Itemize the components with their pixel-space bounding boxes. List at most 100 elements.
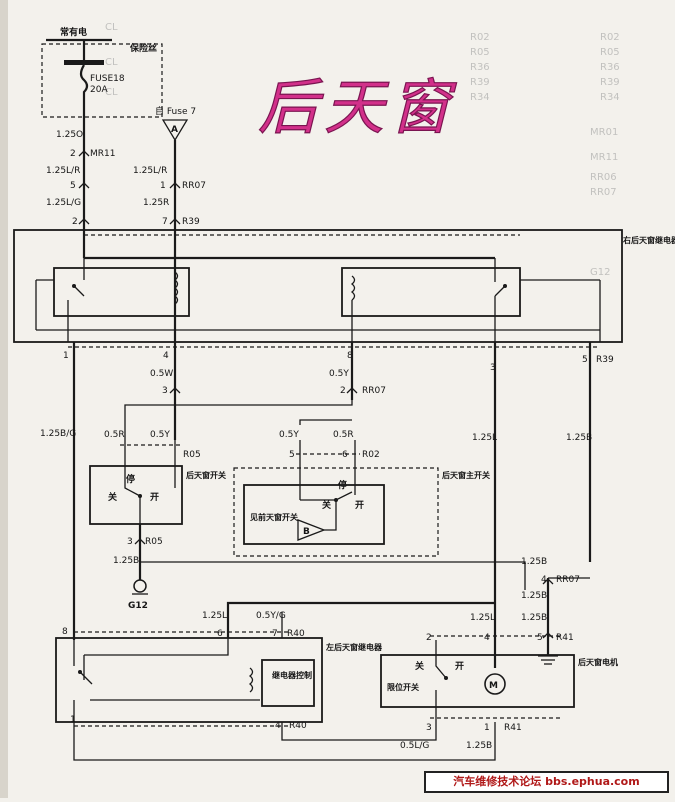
contact-node bbox=[78, 670, 82, 674]
pin-label: 7 bbox=[162, 217, 168, 227]
forum-watermark: 汽车维修技术论坛 bbs.ephua.com bbox=[424, 771, 669, 793]
wire-label: 0.5Y bbox=[150, 430, 170, 440]
left-relay-outline bbox=[55, 637, 323, 723]
fuse-box-label: 保险丝 bbox=[129, 42, 157, 54]
wire-label: 1.25L bbox=[472, 433, 497, 443]
svg-text:CL: CL bbox=[105, 87, 118, 98]
node-b-triangle bbox=[297, 519, 326, 541]
relay-unit-right bbox=[341, 267, 521, 317]
svg-text:R39: R39 bbox=[470, 77, 490, 88]
pin-label: 4 bbox=[541, 575, 547, 585]
relay-coil-lower bbox=[248, 667, 254, 693]
left-relay-wiring bbox=[83, 638, 260, 701]
pin-label: 3 bbox=[162, 386, 168, 396]
wire-125b-cross bbox=[140, 561, 526, 590]
svg-text:R05: R05 bbox=[600, 47, 620, 58]
wire-label: 1.25B bbox=[521, 557, 547, 567]
pin-label: 7 bbox=[272, 629, 278, 639]
connector-label: RR07 bbox=[556, 575, 580, 585]
left-relay-label: 左后天窗继电器 bbox=[325, 642, 383, 652]
pin-label: 3 bbox=[426, 723, 432, 733]
main-switch-outline bbox=[233, 467, 439, 557]
connector-mark bbox=[78, 218, 90, 225]
svg-text:MR11: MR11 bbox=[590, 152, 618, 163]
pin-label: 1 bbox=[70, 715, 76, 725]
contact-node bbox=[72, 284, 76, 288]
connector-label: R05 bbox=[145, 537, 163, 547]
svg-text:R34: R34 bbox=[600, 92, 620, 103]
svg-text:R34: R34 bbox=[470, 92, 490, 103]
connector-label: R40 bbox=[287, 629, 305, 639]
pin-label: 6 bbox=[342, 450, 348, 460]
contact-node bbox=[334, 498, 338, 502]
wire-label: 1.25B bbox=[521, 613, 547, 623]
wire-label: 1.25B bbox=[113, 556, 139, 566]
connector-mark bbox=[78, 150, 90, 157]
contact-node bbox=[503, 284, 507, 288]
relay-control-label: 继电器控制 bbox=[272, 670, 312, 680]
relay-coil-left bbox=[173, 271, 179, 305]
wire-label: 0.5W bbox=[150, 369, 173, 379]
page-edge-shadow bbox=[0, 0, 8, 798]
connector-label: R05 bbox=[183, 450, 201, 460]
diagram-title: 后天窗 bbox=[258, 73, 457, 143]
connector-label: MR11 bbox=[90, 149, 115, 159]
pin-label: 2 bbox=[70, 149, 76, 159]
svg-text:G12: G12 bbox=[590, 267, 610, 278]
wire-label: 1.25B bbox=[521, 591, 547, 601]
fuse-rating: 20A bbox=[90, 85, 108, 95]
relay-contact-left bbox=[67, 258, 85, 342]
pin-label: 2 bbox=[340, 386, 346, 396]
pin-label: 5 bbox=[582, 355, 588, 365]
fuse-element bbox=[79, 64, 89, 117]
pin-label: 2 bbox=[72, 217, 78, 227]
switch-state-open: 开 bbox=[355, 500, 364, 511]
svg-text:R05: R05 bbox=[470, 47, 490, 58]
svg-text:R39: R39 bbox=[600, 77, 620, 88]
connector-label: R39 bbox=[182, 217, 200, 227]
pin-label: 8 bbox=[347, 351, 353, 361]
wire-cross bbox=[299, 419, 352, 425]
main-switch-label: 后天窗主开关 bbox=[442, 470, 490, 480]
switch-state-close: 关 bbox=[108, 491, 117, 503]
wire-label: 0.5Y bbox=[329, 369, 349, 379]
rear-switch-label: 后天窗开关 bbox=[186, 470, 226, 480]
svg-text:CL: CL bbox=[105, 22, 118, 33]
motor-label: 后天窗电机 bbox=[578, 657, 618, 667]
relay-contact-right bbox=[494, 258, 506, 342]
connector-label: R41 bbox=[504, 723, 522, 733]
svg-text:MR01: MR01 bbox=[590, 127, 618, 138]
constant-power-label: 常有电 bbox=[60, 26, 87, 38]
motor-letter: M bbox=[489, 681, 498, 691]
wire-05lg bbox=[281, 722, 437, 741]
right-relay-label: 右后天窗继电器 bbox=[622, 235, 675, 245]
fuse-box-outline bbox=[41, 43, 163, 118]
wire-label: 1.25R bbox=[143, 198, 169, 208]
wire-label: 1.25B bbox=[466, 741, 492, 751]
pin-label: 4 bbox=[163, 351, 169, 361]
pin-label: 2 bbox=[426, 633, 432, 643]
svg-text:CL: CL bbox=[105, 57, 118, 68]
connector-mark bbox=[78, 182, 90, 189]
svg-text:R36: R36 bbox=[600, 62, 620, 73]
limit-switch-label: 限位开关 bbox=[387, 682, 419, 692]
svg-text:RR07: RR07 bbox=[590, 187, 617, 198]
pin-label: 4 bbox=[484, 633, 490, 643]
wire-label: 1.25L bbox=[470, 613, 495, 623]
front-switch-label: 见前天窗开关 bbox=[250, 512, 298, 522]
right-relay-outline bbox=[13, 229, 623, 343]
wire-125l-left bbox=[226, 601, 495, 638]
wire-label: 0.5R bbox=[104, 430, 125, 440]
pin-label: 1 bbox=[160, 181, 166, 191]
connector-label: R39 bbox=[596, 355, 614, 365]
svg-text:R02: R02 bbox=[470, 32, 490, 43]
pin-label: 3 bbox=[127, 537, 133, 547]
pin-label: 8 bbox=[62, 627, 68, 637]
connector-label: R40 bbox=[289, 721, 307, 731]
relay-control-box bbox=[261, 659, 315, 707]
wire-label: 0.5L/G bbox=[400, 741, 429, 751]
contact-node bbox=[138, 494, 142, 498]
wire-label: 1.25L/G bbox=[46, 198, 81, 208]
rear-switch-contacts bbox=[124, 440, 176, 530]
